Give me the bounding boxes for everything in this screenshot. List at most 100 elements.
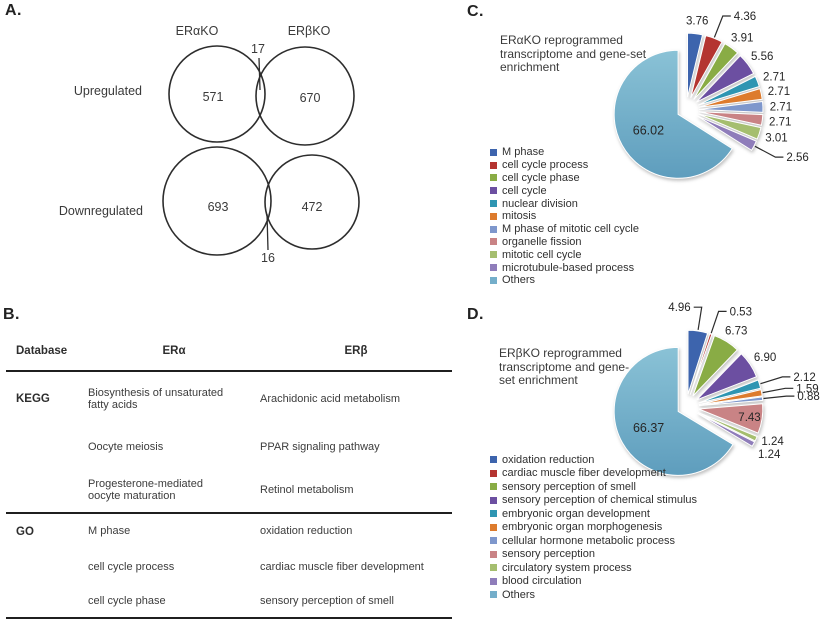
table-header-row: Database ERα ERβ [6, 306, 452, 370]
pie-value-label: 1.24 [758, 449, 781, 461]
table-cell: Arachidonic acid metabolism [260, 392, 401, 405]
legend-swatch [490, 225, 497, 233]
legend-label: M phase of mitotic cell cycle [502, 223, 639, 236]
legend-item: mitotic cell cycle [490, 248, 639, 261]
pie-value-label: 4.96 [668, 302, 690, 314]
legend-swatch [490, 550, 497, 558]
legend-swatch [490, 187, 497, 195]
legend-label: blood circulation [502, 575, 582, 588]
table-cell: oxidation reduction [260, 525, 353, 538]
pie-slice-9 [697, 412, 756, 447]
legend-item: embryonic organ development [490, 507, 697, 521]
legend-label: cell cycle [502, 184, 547, 197]
pie-c-title-line: enrichment [500, 60, 560, 74]
table-rule-top [6, 370, 452, 372]
legend-item: Others [490, 588, 697, 602]
table-cell: sensory perception of smell [260, 595, 394, 608]
legend-swatch [490, 264, 497, 272]
table-header-database: Database [16, 345, 68, 357]
label-leader-line [762, 387, 794, 394]
legend-item: cell cycle phase [490, 172, 639, 185]
pie-value-label: 1.59 [796, 383, 818, 395]
legend-item: mitosis [490, 210, 639, 223]
venn-down-right-circle [264, 154, 360, 250]
table-db-kegg: KEGG [16, 393, 50, 405]
pie-d-title-line: ERβKO reprogrammed [499, 346, 622, 360]
legend-label: cardiac muscle fiber development [502, 467, 666, 480]
legend-swatch [490, 537, 497, 545]
legend-item: M phase of mitotic cell cycle [490, 223, 639, 236]
pie-slice-3 [696, 54, 755, 103]
venn-down-overlap-count: 16 [261, 251, 275, 265]
legend-label: Others [502, 588, 536, 601]
pie-value-label: 66.37 [633, 421, 664, 435]
pie-slice-8 [698, 113, 762, 140]
legend-item: sensory perception of smell [490, 480, 697, 494]
enrichment-table: Database ERα ERβ KEGG Biosynthesis of un… [6, 306, 452, 619]
table-section-go: GO M phase oxidation reduction cell cycl… [6, 514, 452, 617]
venn-up-left-count: 571 [203, 90, 224, 104]
legend-label: mitotic cell cycle [502, 248, 582, 261]
legend-item: nuclear division [490, 197, 639, 210]
pie-c-title: ERαKO reprogrammed transcriptome and gen… [500, 33, 690, 75]
legend-swatch [490, 200, 497, 208]
pie-slice-1 [690, 35, 723, 99]
pie-c-title-line: ERαKO reprogrammed [500, 33, 623, 47]
venn-row-label-upregulated: Upregulated [74, 84, 142, 98]
legend-label: sensory perception of smell [502, 480, 636, 493]
legend-item: Others [490, 274, 639, 287]
pie-value-label: 66.02 [633, 124, 664, 138]
pie-value-label: 3.01 [765, 132, 787, 144]
legend-swatch [490, 469, 497, 477]
pie-value-label: 6.73 [725, 326, 747, 338]
label-leader-line [754, 145, 784, 158]
legend-label: organelle fission [502, 235, 582, 248]
venn-header-erbetako: ERβKO [288, 24, 331, 38]
table-cell: Oocyte meiosis [88, 440, 164, 453]
panel-a-label: A. [5, 2, 22, 19]
pie-slice-1 [689, 333, 713, 395]
panel-c-label: C. [467, 3, 484, 20]
legend-item: embryonic organ morphogenesis [490, 521, 697, 535]
pie-value-label: 2.71 [769, 117, 791, 129]
legend-swatch [490, 577, 497, 585]
table-cell: Retinol metabolism [260, 483, 354, 496]
legend-item: oxidation reduction [490, 453, 697, 467]
pie-slice-7 [698, 111, 764, 126]
pie-value-label: 3.76 [686, 16, 708, 28]
pie-slice-6 [698, 100, 764, 113]
legend-label: cellular hormone metabolic process [502, 534, 676, 547]
pie-value-label: 2.71 [770, 101, 792, 113]
legend-label: nuclear division [502, 197, 578, 210]
pie-slice-0 [687, 32, 704, 98]
legend-label: cell cycle phase [502, 171, 580, 184]
pie-slice-0 [687, 329, 709, 395]
label-leader-line [713, 15, 731, 38]
legend-label: oxidation reduction [502, 453, 595, 466]
pie-value-label: 2.71 [763, 72, 785, 84]
pie-value-label: 4.36 [734, 11, 756, 23]
legend-item: sensory perception of chemical stimulus [490, 494, 697, 508]
table-cell: Progesterone-mediated oocyte maturation [88, 477, 203, 503]
table-rule-bottom [6, 617, 452, 619]
pie-slice-2 [693, 43, 739, 100]
legend-label: microtubule-based process [502, 261, 635, 274]
legend-swatch [490, 251, 497, 259]
legend-label: cell cycle process [502, 159, 589, 172]
venn-row-label-downregulated: Downregulated [59, 204, 143, 218]
pie-value-label: 2.56 [786, 152, 808, 164]
legend-item: M phase [490, 146, 639, 159]
legend-label: sensory perception [502, 548, 595, 561]
pie-slice-9 [697, 115, 757, 151]
table-header-eralpha: ERα [162, 345, 186, 357]
pie-d-title: ERβKO reprogrammed transcriptome and gen… [499, 346, 679, 388]
legend-swatch [490, 161, 497, 169]
legend-swatch [490, 276, 497, 284]
table-cell: Biosynthesis of unsaturated fatty acids [88, 386, 224, 412]
legend-swatch [490, 564, 497, 572]
legend-swatch [490, 483, 497, 491]
